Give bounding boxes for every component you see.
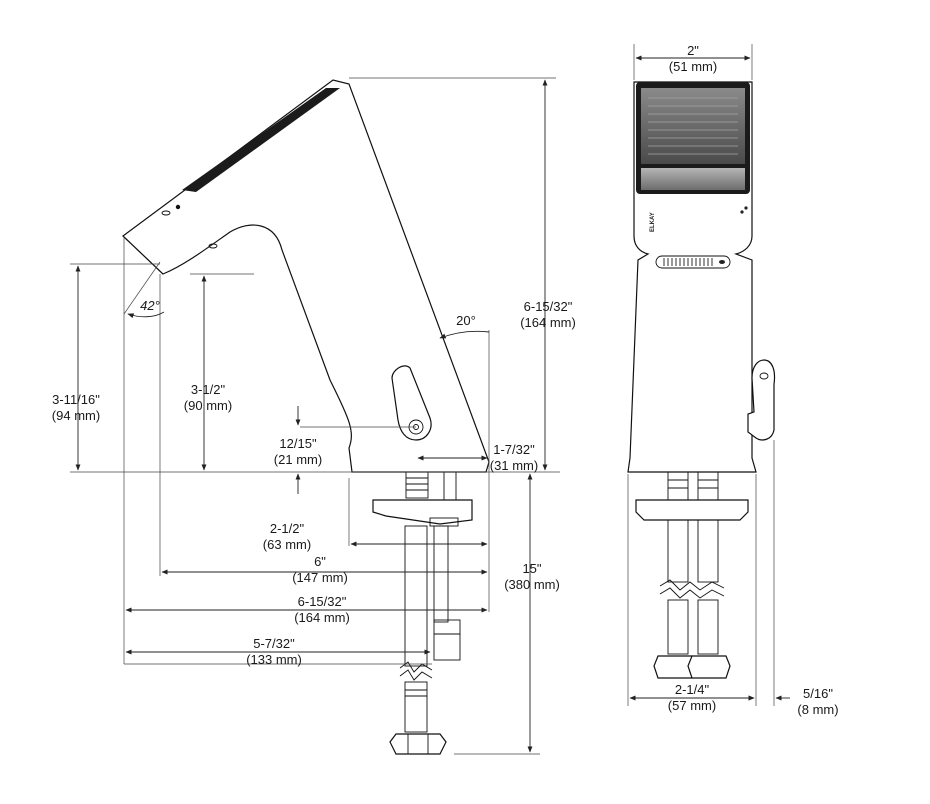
aerator-port (208, 243, 218, 249)
height-right-imperial: 6-15/32" (524, 299, 573, 314)
aerator-slots (663, 258, 713, 266)
reach-6-imperial: 6" (314, 554, 326, 569)
reach-full-imperial: 6-15/32" (298, 594, 347, 609)
hose-fitting (433, 619, 461, 661)
mount-stud (443, 471, 457, 501)
lever-height-metric: (21 mm) (274, 452, 322, 467)
base-offset-metric: (31 mm) (490, 458, 538, 473)
front-lever (747, 359, 776, 441)
height-left-imperial: 3-11/16" (52, 392, 100, 407)
lever-offset-metric: (8 mm) (797, 702, 838, 717)
screen-lines (648, 97, 738, 155)
sensor-port (161, 210, 171, 216)
side-lever (391, 365, 432, 441)
front-top-width-imperial: 2" (687, 43, 699, 58)
supply-hose-lower (404, 681, 428, 733)
logo-text: ELKAY (650, 212, 656, 232)
reach-6-metric: (147 mm) (292, 570, 348, 585)
front-base-width-metric: (57 mm) (668, 698, 716, 713)
faucet-body-side (122, 79, 490, 473)
reach-mid-metric: (133 mm) (246, 652, 302, 667)
sensor-screen (641, 88, 745, 164)
shank-length-imperial: 15" (522, 561, 541, 576)
side-view: 6-15/32" (164 mm) 20° 42° 3-11/16" (94 m… (52, 77, 576, 755)
base-offset-imperial: 1-7/32" (493, 442, 535, 457)
lever-height-imperial: 12/15" (279, 436, 317, 451)
front-view: ELKAY (627, 43, 839, 717)
front-base-width-imperial: 2-1/4" (675, 682, 710, 697)
sensor-strip-front (641, 168, 745, 190)
mount-nut-top (405, 471, 429, 499)
height-right-metric: (164 mm) (520, 315, 576, 330)
angle-sensor-label: 42° (140, 298, 160, 313)
lever-offset-imperial: 5/16" (803, 686, 833, 701)
supply-hose-2 (433, 525, 449, 623)
sensor-strip-top (182, 88, 340, 192)
shank-length-metric: (380 mm) (504, 577, 560, 592)
aerator-led (719, 260, 725, 264)
sensor-dot (175, 204, 181, 210)
height-spout-imperial: 3-1/2" (191, 382, 226, 397)
mount-plate (372, 499, 473, 525)
reach-mid-imperial: 5-7/32" (253, 636, 295, 651)
height-spout-metric: (90 mm) (184, 398, 232, 413)
front-mount (635, 471, 749, 679)
front-top-width-metric: (51 mm) (669, 59, 717, 74)
front-lever-dot (759, 372, 769, 380)
aerator-grille (655, 255, 731, 269)
hose-end-nut (389, 733, 447, 755)
indicator-icon (740, 206, 748, 214)
base-width-metric: (63 mm) (263, 537, 311, 552)
base-width-imperial: 2-1/2" (270, 521, 305, 536)
height-left-metric: (94 mm) (52, 408, 100, 423)
supply-hose-1 (404, 525, 428, 667)
reach-full-metric: (164 mm) (294, 610, 350, 625)
angle-spout-label: 20° (456, 313, 476, 328)
